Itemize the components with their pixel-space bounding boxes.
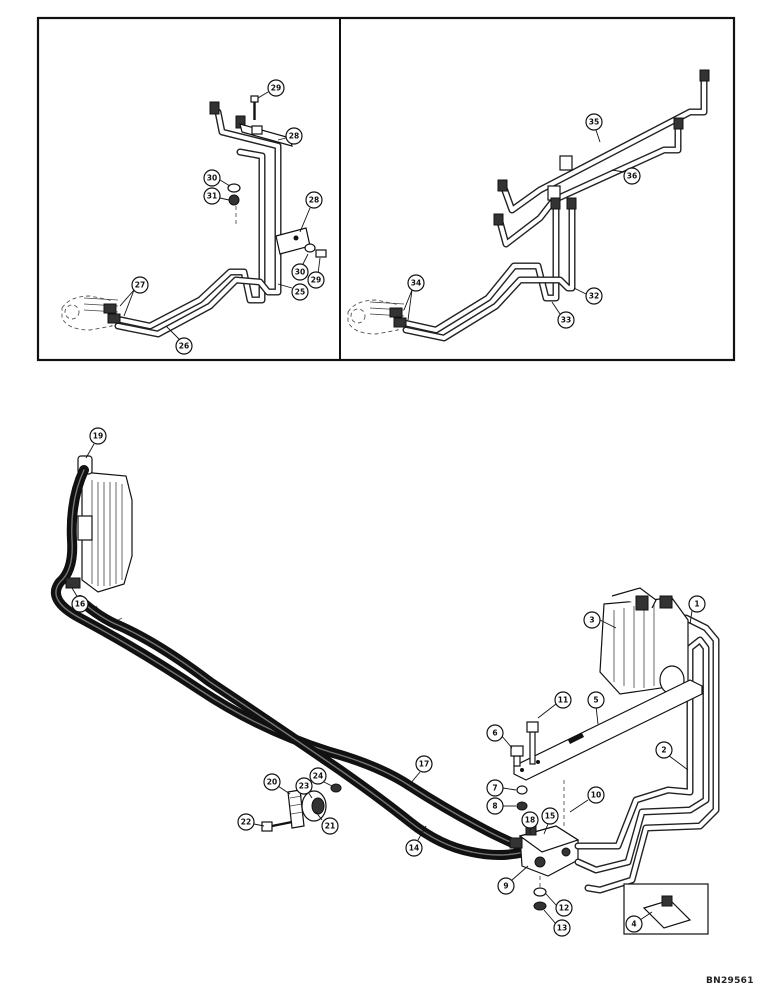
callout-25: 25	[295, 288, 305, 297]
left-inset-tubes	[61, 95, 327, 338]
callout-31: 31	[207, 192, 217, 201]
callout-15: 15	[545, 812, 555, 821]
callout-1: 1	[694, 600, 699, 609]
callout-22: 22	[241, 818, 251, 827]
right-inset-tubes	[347, 69, 710, 342]
callout-19: 19	[93, 432, 103, 441]
callout-27: 27	[135, 281, 145, 290]
callout-14: 14	[409, 844, 419, 853]
callout-8: 8	[492, 802, 497, 811]
callout-4: 4	[631, 920, 636, 929]
callout-5: 5	[593, 696, 598, 705]
control-valve	[599, 587, 689, 695]
callout-32: 32	[589, 292, 599, 301]
callout-28-lower: 28	[309, 196, 319, 205]
callout-10: 10	[591, 791, 601, 800]
callout-6: 6	[492, 729, 497, 738]
callout-18: 18	[525, 816, 535, 825]
callout-7: 7	[492, 784, 497, 793]
callout-29-lower: 29	[311, 276, 321, 285]
callout-17: 17	[419, 760, 429, 769]
callout-34: 34	[411, 279, 421, 288]
callout-labels: 1 2 3 4 5 6 7 8 9 10	[71, 79, 706, 937]
callout-21: 21	[325, 822, 335, 831]
callout-33: 33	[561, 316, 571, 325]
drawing-number: BN29561	[706, 976, 754, 986]
callout-12: 12	[559, 904, 569, 913]
callout-30-right: 30	[295, 268, 305, 277]
main-tubes	[574, 614, 720, 894]
callout-20: 20	[267, 778, 277, 787]
inset-panels	[36, 16, 736, 362]
spool-valve-cylinder	[77, 455, 133, 621]
callout-29-top: 29	[271, 84, 281, 93]
hoses	[51, 465, 529, 860]
callout-36: 36	[627, 172, 637, 181]
tee-valve-block	[509, 825, 580, 911]
callout-3: 3	[589, 616, 594, 625]
callout-9: 9	[503, 882, 508, 891]
callout-26: 26	[179, 342, 189, 351]
callout-35: 35	[589, 118, 599, 127]
callout-23: 23	[299, 782, 309, 791]
callout-2: 2	[661, 746, 666, 755]
callout-11: 11	[558, 696, 568, 705]
hose-clamp-assembly	[261, 783, 342, 832]
callout-16: 16	[75, 600, 85, 609]
callout-28-top: 28	[289, 132, 299, 141]
callout-13: 13	[557, 924, 567, 933]
callout-30-left: 30	[207, 174, 217, 183]
callout-24: 24	[313, 772, 323, 781]
mounting-bracket	[510, 679, 703, 826]
